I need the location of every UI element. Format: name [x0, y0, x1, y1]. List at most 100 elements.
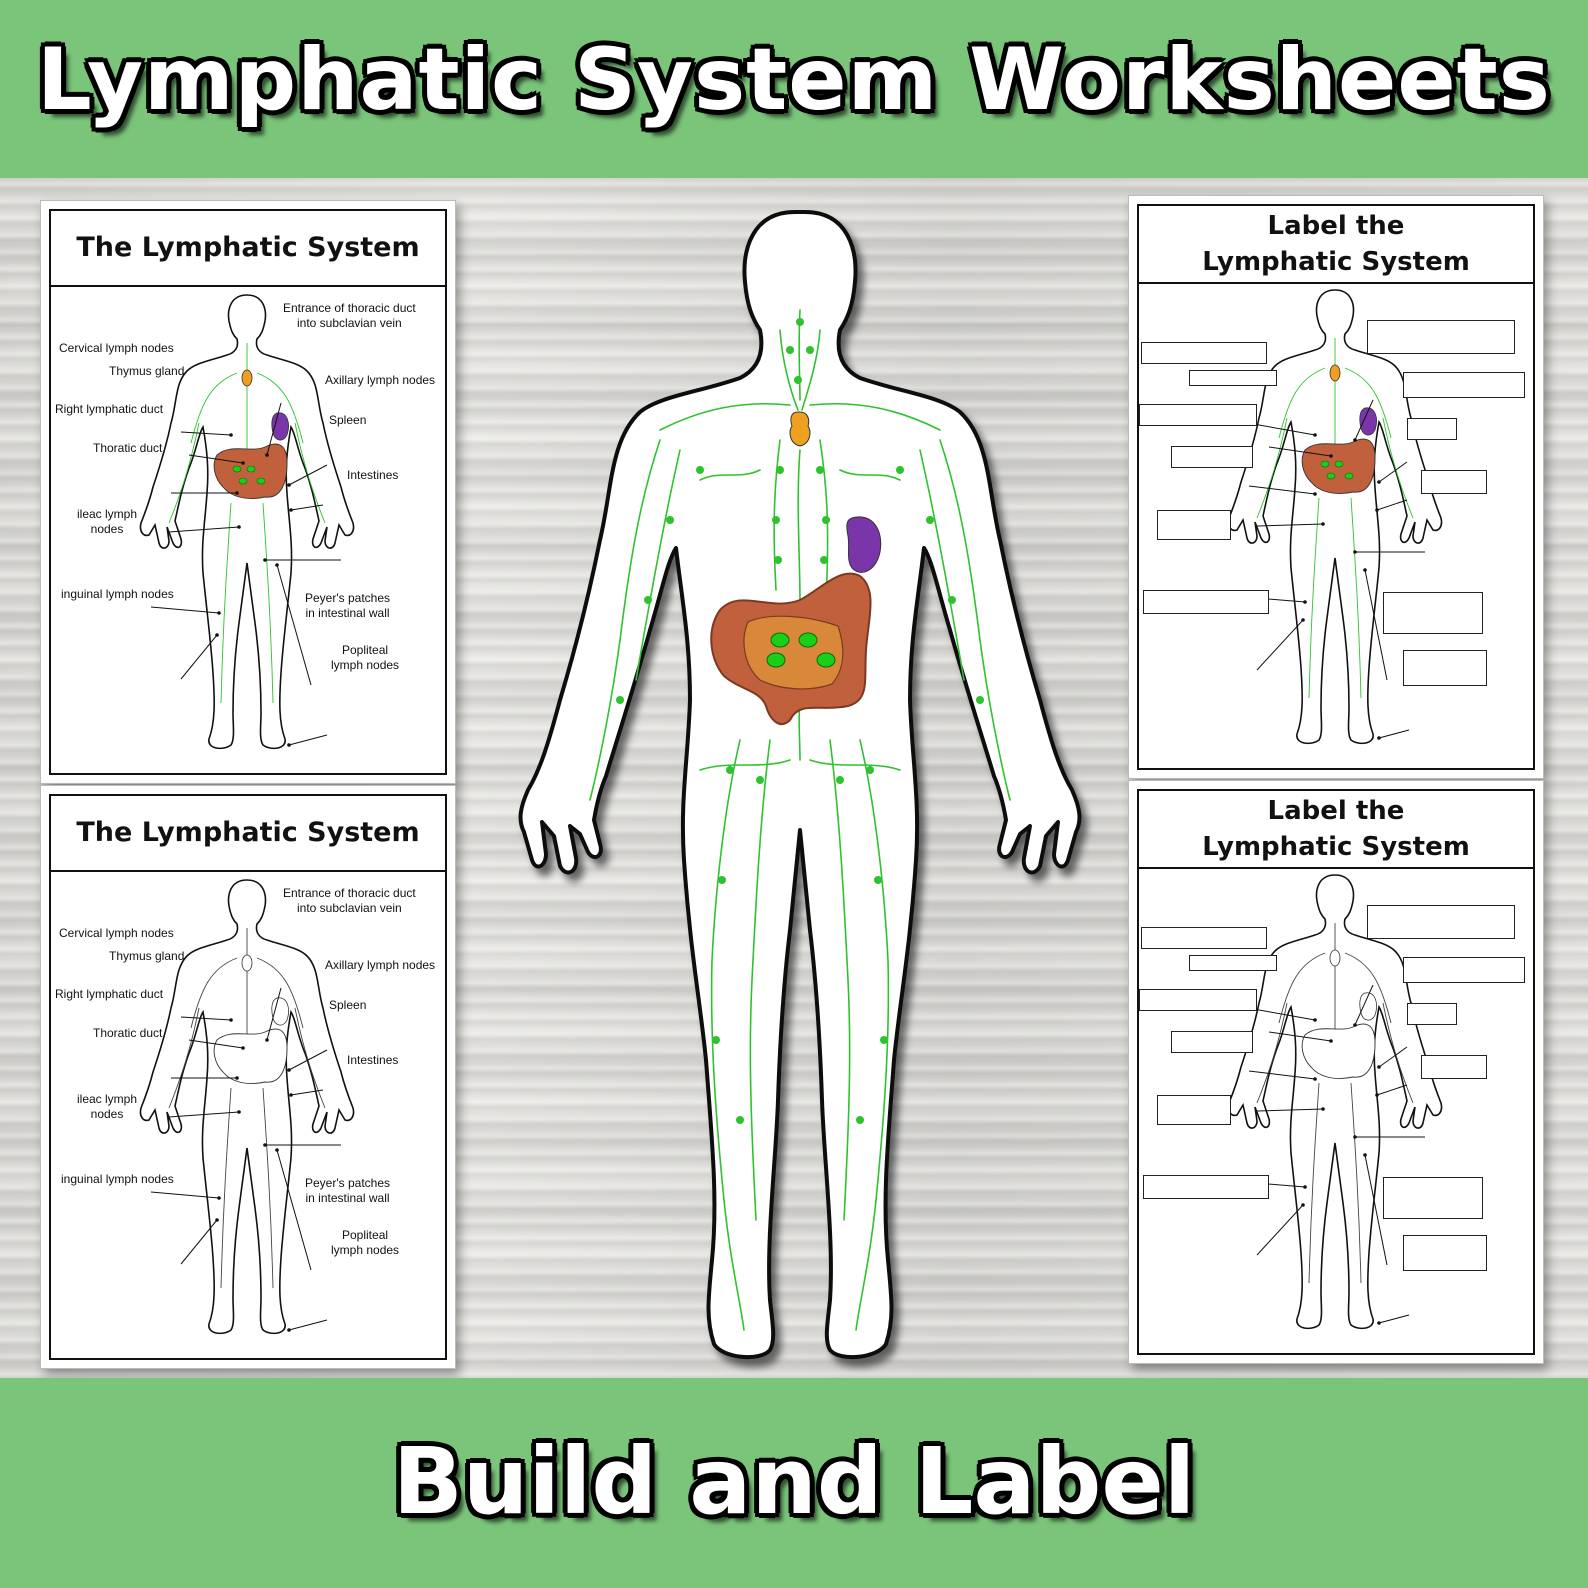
leader-line	[180, 1016, 232, 1021]
leader-arrowhead	[1313, 433, 1317, 437]
leader-line	[180, 1219, 218, 1265]
leader-line	[290, 504, 324, 511]
answer-box	[1421, 1055, 1487, 1079]
leader-line	[1378, 729, 1410, 739]
worksheet-labeled-color: The Lymphatic System Entrance of thoraci…	[40, 200, 456, 784]
label-popliteal: Popliteal lymph nodes	[331, 1228, 400, 1257]
leader-line	[276, 1149, 312, 1271]
leader-arrowhead	[1375, 508, 1379, 512]
answer-box	[1403, 372, 1525, 398]
leader-line	[1268, 1031, 1332, 1042]
page-subtitle: Build and Label	[392, 1428, 1196, 1535]
label-ileac: ileac lymph nodes	[77, 1092, 138, 1121]
mini-lymph-vessel	[220, 1087, 232, 1289]
mini-peyers-patch	[1334, 460, 1344, 468]
leader-arrowhead	[289, 508, 293, 512]
leader-arrowhead	[229, 1018, 233, 1022]
leader-line	[1256, 523, 1324, 527]
leader-arrowhead	[1377, 1321, 1381, 1325]
mini-lymph-vessel	[1350, 497, 1362, 699]
mini-spleen	[1359, 407, 1377, 436]
leader-line	[1256, 1204, 1304, 1256]
leader-line	[266, 987, 282, 1041]
answer-box	[1171, 1031, 1253, 1053]
leader-arrowhead	[1353, 1135, 1357, 1139]
leader-line	[1354, 984, 1374, 1026]
mini-lymph-vessel	[1382, 417, 1414, 519]
leader-arrowhead	[241, 461, 245, 465]
leader-line	[1378, 1314, 1410, 1324]
mini-lymph-vessel	[190, 957, 238, 1029]
leader-arrowhead	[275, 1148, 279, 1152]
leader-arrowhead	[1321, 1107, 1325, 1111]
leader-arrowhead	[1353, 438, 1357, 442]
mini-lymph-vessel	[262, 502, 274, 704]
mini-lymph-vessel	[1308, 497, 1320, 699]
answer-box	[1367, 320, 1515, 354]
mini-lymph-vessel	[1382, 1002, 1414, 1104]
mini-intestines	[1301, 1023, 1376, 1079]
leader-arrowhead	[1377, 1065, 1381, 1069]
leader-line	[1376, 1084, 1408, 1096]
leader-arrowhead	[1329, 1039, 1333, 1043]
mini-lymph-vessel	[1350, 1082, 1362, 1284]
label-inguinal: inguinal lymph nodes	[61, 587, 174, 601]
mini-body-diagram	[139, 879, 355, 1335]
answer-box	[1139, 989, 1257, 1011]
label-thoratic: Thoratic duct	[93, 441, 163, 455]
mini-body-diagram	[1227, 289, 1443, 745]
mini-lymph-vessel	[190, 372, 238, 444]
leader-arrowhead	[1303, 1185, 1307, 1189]
leader-arrowhead	[215, 633, 219, 637]
leader-line	[1364, 569, 1388, 681]
mini-peyers-patch	[1320, 460, 1330, 468]
mini-thymus	[241, 954, 253, 972]
leader-line	[288, 1049, 328, 1071]
leader-arrowhead	[1377, 736, 1381, 740]
label-peyers: Peyer's patches in intestinal wall	[305, 591, 391, 620]
mini-spleen	[271, 412, 289, 441]
answer-box	[1189, 370, 1277, 386]
label-entrance: Entrance of thoracic duct into subclavia…	[283, 886, 416, 915]
leader-arrowhead	[287, 743, 291, 747]
mini-thymus	[1329, 364, 1341, 382]
leader-line	[288, 464, 328, 486]
label-inguinal: inguinal lymph nodes	[61, 1172, 174, 1186]
mini-lymph-vessel	[294, 1007, 326, 1109]
leader-line	[288, 734, 328, 746]
leader-arrowhead	[235, 491, 239, 495]
leader-arrowhead	[1375, 1093, 1379, 1097]
leader-arrowhead	[1353, 1023, 1357, 1027]
leader-arrowhead	[275, 563, 279, 567]
label-right-duct: Right lymphatic duct	[55, 987, 164, 1001]
leader-line	[1256, 1108, 1324, 1112]
leader-arrowhead	[237, 1110, 241, 1114]
leader-line	[1378, 1046, 1408, 1068]
leader-arrowhead	[217, 611, 221, 615]
label-axillary: Axillary lymph nodes	[325, 958, 436, 972]
leader-arrowhead	[1363, 568, 1367, 572]
mini-lymph-vessel	[1308, 1082, 1320, 1284]
answer-box	[1407, 1003, 1457, 1025]
leader-line	[1354, 399, 1374, 441]
mini-thymus	[1329, 949, 1341, 967]
answer-box	[1141, 927, 1267, 949]
label-spleen: Spleen	[329, 413, 367, 427]
label-cervical: Cervical lymph nodes	[59, 341, 174, 355]
leader-line	[180, 431, 232, 436]
mini-lymph-vessel	[262, 1087, 274, 1289]
leader-arrowhead	[1313, 492, 1317, 496]
label-axillary: Axillary lymph nodes	[325, 373, 436, 387]
mini-lymph-vessel	[1344, 952, 1392, 1024]
label-thymus: Thymus gland	[109, 949, 185, 963]
leader-arrowhead	[237, 525, 241, 529]
answer-box	[1143, 590, 1269, 614]
mini-intestines	[213, 1028, 288, 1084]
leader-line	[168, 1111, 240, 1118]
footer-band	[0, 1378, 1588, 1588]
mini-body-outline	[1227, 874, 1443, 1330]
leader-arrowhead	[1301, 1203, 1305, 1207]
answer-box	[1421, 470, 1487, 494]
leader-line	[1378, 461, 1408, 483]
label-right-duct: Right lymphatic duct	[55, 402, 164, 416]
